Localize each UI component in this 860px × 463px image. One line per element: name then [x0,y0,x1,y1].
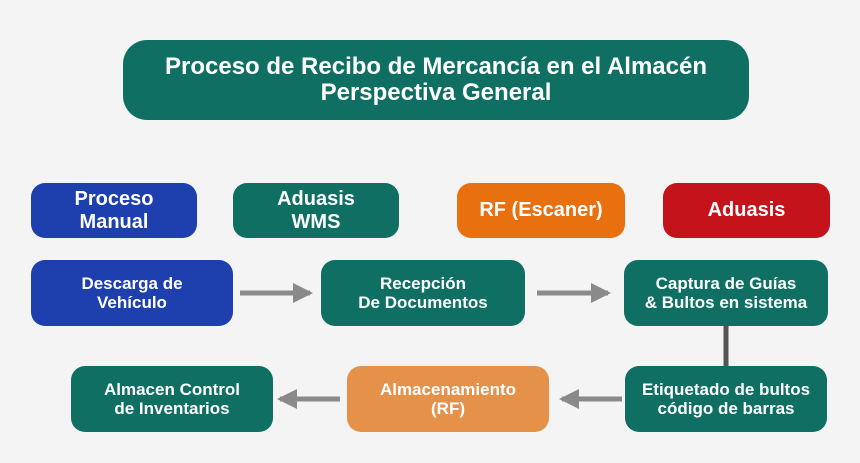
step-almacenamiento-rf: Almacenamiento (RF) [347,366,549,432]
page-title: Proceso de Recibo de Mercancía en el Alm… [123,40,749,120]
legend-rf-scanner: RF (Escaner) [457,183,625,238]
step-descarga-vehiculo: Descarga de Vehículo [31,260,233,326]
step-almacen-control-inventarios: Almacen Control de Inventarios [71,366,273,432]
step-etiquetado-bultos: Etiquetado de bultos código de barras [625,366,827,432]
step-captura-guias: Captura de Guías & Bultos en sistema [624,260,828,326]
legend-manual-process: Proceso Manual [31,183,197,238]
legend-aduasis: Aduasis [663,183,830,238]
step-recepcion-documentos: Recepción De Documentos [321,260,525,326]
legend-aduasis-wms: Aduasis WMS [233,183,399,238]
